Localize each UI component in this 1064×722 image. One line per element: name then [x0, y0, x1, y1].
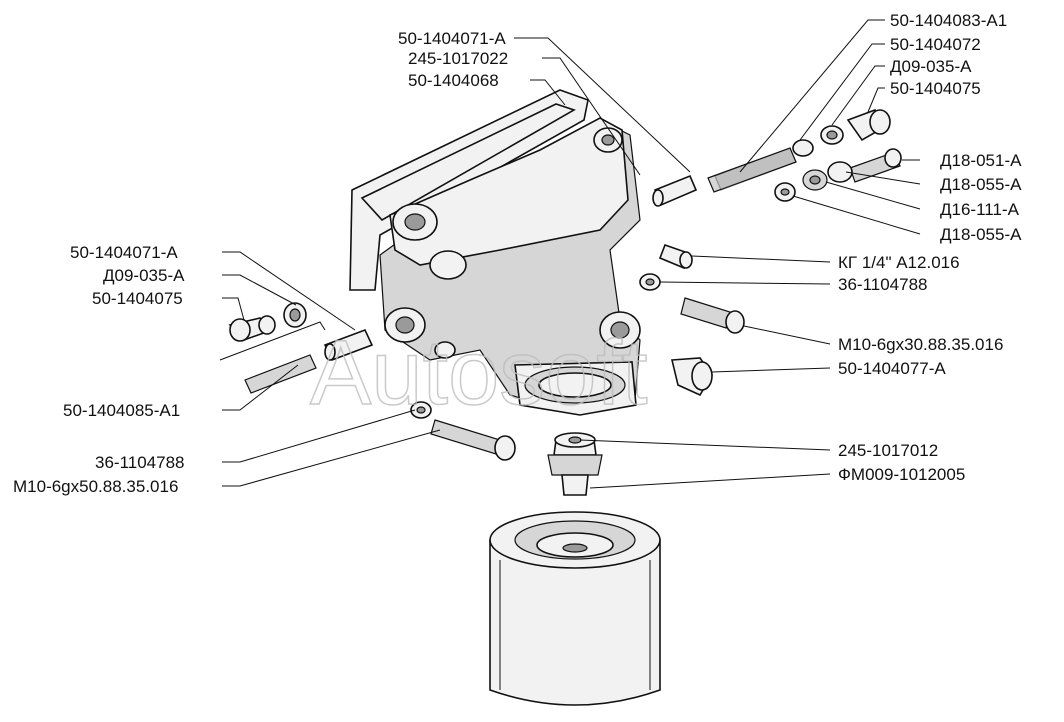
label-d16-111-a: Д16-111-А: [940, 200, 1020, 219]
label-50-1404071-a-top: 50-1404071-А: [398, 29, 506, 48]
filter-cartridge: [489, 511, 661, 706]
label-fm009-1012005: ФМ009-1012005: [838, 465, 965, 484]
left-parts: [219, 302, 516, 461]
labels: 50-1404071-А 245-1017022 50-1404068 50-1…: [13, 11, 1022, 496]
label-kg-a12: КГ 1/4" А12.016: [838, 253, 960, 272]
label-50-1404075-left: 50-1404075: [92, 289, 183, 308]
label-50-1404085-a1: 50-1404085-А1: [63, 401, 180, 420]
label-50-1404071-a-left: 50-1404071-А: [70, 243, 178, 262]
label-50-1404075-top: 50-1404075: [890, 79, 981, 98]
label-d18-055-a-2: Д18-055-А: [940, 225, 1022, 244]
watermark: Autosoft: [310, 322, 648, 424]
label-245-1017012: 245-1017012: [838, 441, 938, 460]
label-50-1404083-a1: 50-1404083-А1: [890, 11, 1007, 30]
fitting: [547, 432, 603, 496]
leader-lines: [222, 19, 921, 489]
label-m10-50: М10-6gx50.88.35.016: [13, 477, 178, 496]
label-36-1104788-right: 36-1104788: [838, 275, 928, 294]
label-36-1104788-left: 36-1104788: [95, 453, 185, 472]
right-mid-parts: [639, 243, 745, 397]
label-50-1404072: 50-1404072: [890, 35, 981, 54]
filter-housing: [379, 117, 641, 416]
label-50-1404077-a: 50-1404077-А: [838, 359, 946, 378]
label-m10-30: М10-6gx30.88.35.016: [838, 335, 1003, 354]
label-d09-035-a-left: Д09-035-А: [103, 266, 185, 285]
top-right-parts: [652, 109, 891, 207]
label-d09-035-a-top: Д09-035-А: [890, 57, 972, 76]
label-d18-051-a: Д18-051-А: [940, 151, 1022, 170]
label-50-1404068: 50-1404068: [408, 71, 499, 90]
label-d18-055-a-1: Д18-055-А: [940, 175, 1022, 194]
label-245-1017022: 245-1017022: [408, 49, 508, 68]
